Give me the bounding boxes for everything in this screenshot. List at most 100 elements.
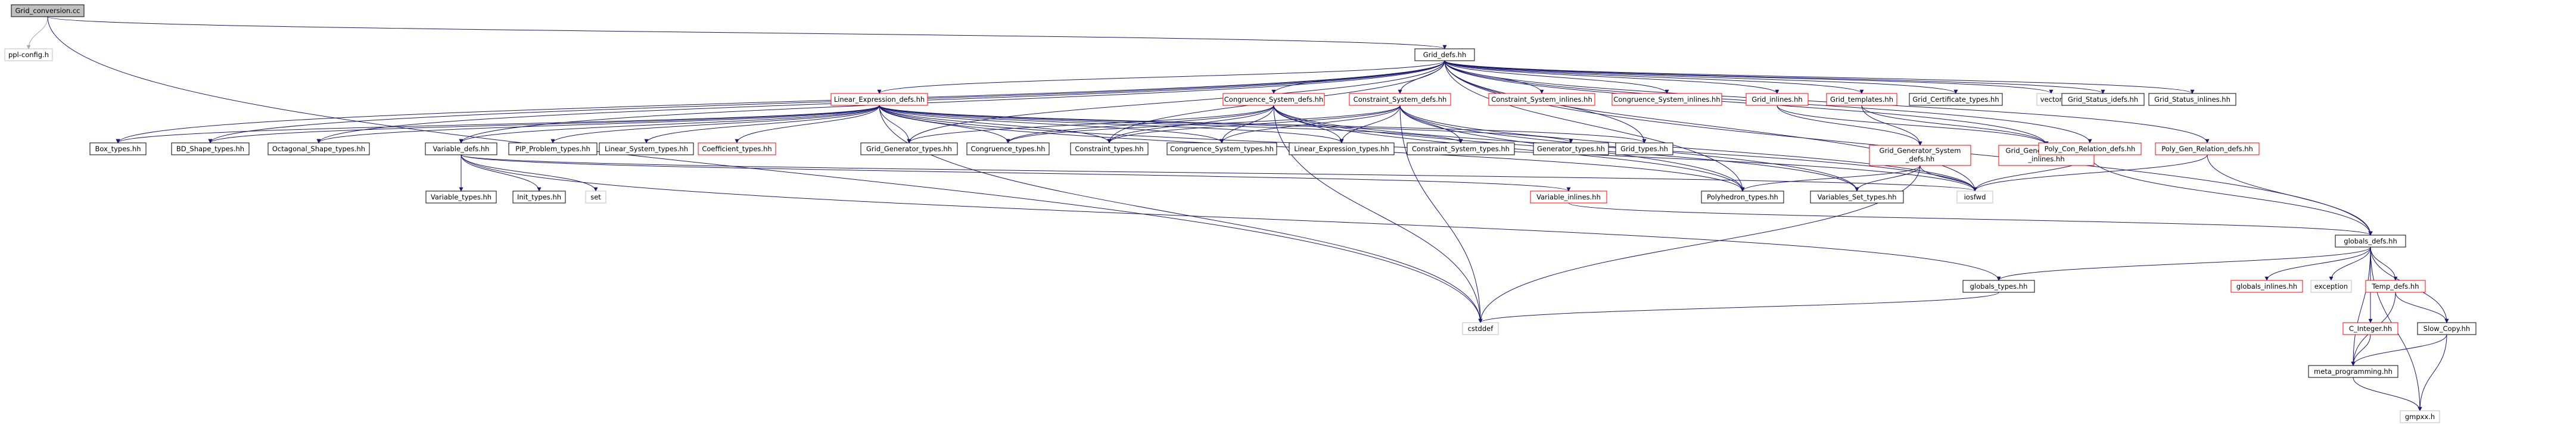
edge-congruence_system_defs-to-linear_expression_types xyxy=(1273,105,1344,143)
node-meta-programming[interactable]: meta_programming.hh xyxy=(2308,365,2398,378)
node-label: Constraint_types.hh xyxy=(1075,145,1143,153)
node-label: Linear_Expression_defs.hh xyxy=(834,95,925,104)
edge-linear_expression_defs-to-grid_types xyxy=(879,105,1647,143)
node-congruence-types[interactable]: Congruence_types.hh xyxy=(966,142,1050,155)
node-variable-types[interactable]: Variable_types.hh xyxy=(425,190,497,204)
node-congruence-system-types[interactable]: Congruence_System_types.hh xyxy=(1166,142,1277,155)
node-label: Grid_Status_idefs.hh xyxy=(2068,95,2138,104)
node-box xyxy=(2155,142,2260,155)
edge-congruence_system_defs-to-constraint_types xyxy=(1107,105,1274,143)
node-label: Linear_System_types.hh xyxy=(605,145,688,153)
node-c-integer[interactable]: C_Integer.hh xyxy=(2342,322,2398,335)
node-variable-inlines[interactable]: Variable_inlines.hh xyxy=(1530,190,1607,204)
edge-variable_defs-to-variable_inlines xyxy=(461,154,1571,192)
node-label: Congruence_System_inlines.hh xyxy=(1613,95,1720,104)
node-label: Constraint_System_types.hh xyxy=(1412,145,1510,153)
node-grid-inlines[interactable]: Grid_inlines.hh xyxy=(1746,93,1809,106)
node-label: BD_Shape_types.hh xyxy=(176,145,244,153)
node-box xyxy=(1611,93,1722,106)
node-grid-defs[interactable]: Grid_defs.hh xyxy=(1414,48,1475,61)
node-grid-generator-types[interactable]: Grid_Generator_types.hh xyxy=(860,142,958,155)
node-label: Grid_types.hh xyxy=(1620,145,1668,153)
node-box xyxy=(1488,93,1595,106)
edge-congruence_system_defs-to-congruence_types xyxy=(1006,105,1274,143)
node-coefficient-types[interactable]: Coefficient_types.hh xyxy=(698,142,776,155)
node-variable-defs[interactable]: Variable_defs.hh xyxy=(425,142,497,155)
node-pip-problem-types[interactable]: PIP_Problem_types.hh xyxy=(508,142,598,155)
node-linear-expression-defs[interactable]: Linear_Expression_defs.hh xyxy=(830,93,928,106)
node-box xyxy=(1349,93,1451,106)
edge-linear_expression_defs-to-linear_system_types xyxy=(644,105,880,143)
edge-variable_defs-to-set xyxy=(461,154,598,192)
node-label: globals_inlines.hh xyxy=(2236,282,2297,291)
edge-constraint_system_defs-to-constraint_types xyxy=(1107,105,1401,143)
node-linear-expression-types[interactable]: Linear_Expression_types.hh xyxy=(1289,142,1395,155)
edge-grid_defs-to-grid_status_inlines xyxy=(1444,60,2195,94)
edge-c_integer-to-meta_programming xyxy=(2351,334,2371,366)
node-grid-conversion[interactable]: Grid_conversion.cc xyxy=(11,4,85,17)
node-box xyxy=(1956,190,1993,204)
node-poly-gen-relation-defs[interactable]: Poly_Gen_Relation_defs.hh xyxy=(2155,142,2260,155)
node-label: Generator_types.hh xyxy=(1537,145,1605,153)
node-linear-system-types[interactable]: Linear_System_types.hh xyxy=(599,142,694,155)
node-label: meta_programming.hh xyxy=(2314,367,2393,376)
node-cstddef: cstddef xyxy=(1462,322,1499,335)
node-grid-status-idefs[interactable]: Grid_Status_idefs.hh xyxy=(2061,93,2145,106)
node-grid-certificate-types[interactable]: Grid_Certificate_types.hh xyxy=(1909,93,2003,106)
node-poly-con-relation-defs[interactable]: Poly_Con_Relation_defs.hh xyxy=(2038,142,2142,155)
edge-constraint_system_defs-to-congruence_types xyxy=(1006,105,1401,143)
edge-linear_expression_defs-to-pip_problem_types xyxy=(550,105,880,143)
edge-grid_inlines-to-grid_generator_system_defs xyxy=(1777,105,1922,146)
node-globals-defs[interactable]: globals_defs.hh xyxy=(2335,235,2406,248)
node-box xyxy=(2230,280,2303,293)
edge-variable_inlines-to-globals_defs xyxy=(1568,202,2373,236)
node-grid-generator-system-defs[interactable]: Grid_Generator_System_defs.hh xyxy=(1869,145,1971,166)
node-box xyxy=(1746,93,1809,106)
node-box-types[interactable]: Box_types.hh xyxy=(89,142,147,155)
node-polyhedron-types[interactable]: Polyhedron_types.hh xyxy=(1701,190,1784,204)
node-box xyxy=(1289,142,1395,155)
node-globals-inlines[interactable]: globals_inlines.hh xyxy=(2230,280,2303,293)
node-temp-defs[interactable]: Temp_defs.hh xyxy=(2365,280,2426,293)
edge-congruence_system_defs-to-grid_generator_types xyxy=(907,105,1274,143)
node-grid-status-inlines[interactable]: Grid_Status_inlines.hh xyxy=(2148,93,2236,106)
node-slow-copy[interactable]: Slow_Copy.hh xyxy=(2417,322,2477,335)
edge-linear_expression_defs-to-octagonal_shape_types xyxy=(316,105,880,143)
edge-grid_defs-to-linear_expression_defs xyxy=(877,60,1445,94)
edge-linear_expression_defs-to-coefficient_types xyxy=(735,105,880,143)
node-globals-types[interactable]: globals_types.hh xyxy=(1962,280,2035,293)
node-label: Grid_Generator_System xyxy=(1880,146,1961,155)
node-constraint-system-types[interactable]: Constraint_System_types.hh xyxy=(1407,142,1515,155)
node-box xyxy=(966,142,1050,155)
node-box xyxy=(2342,322,2398,335)
node-label: Init_types.hh xyxy=(517,193,561,201)
node-box xyxy=(267,142,370,155)
node-constraint-system-inlines[interactable]: Constraint_System_inlines.hh xyxy=(1488,93,1595,106)
node-box xyxy=(1615,142,1673,155)
edge-grid_defs-to-poly_gen_relation_defs xyxy=(1444,60,2210,143)
node-bd-shape-types[interactable]: BD_Shape_types.hh xyxy=(171,142,250,155)
node-grid-types[interactable]: Grid_types.hh xyxy=(1615,142,1673,155)
edge-grid_defs-to-grid_templates xyxy=(1444,60,1864,94)
node-generator-types[interactable]: Generator_types.hh xyxy=(1533,142,1609,155)
edge-constraint_system_defs-to-congruence_system_types xyxy=(1219,105,1401,143)
node-constraint-types[interactable]: Constraint_types.hh xyxy=(1070,142,1149,155)
node-box xyxy=(4,48,53,61)
edge-grid_defs-to-vector xyxy=(1444,60,2054,94)
node-init-types[interactable]: Init_types.hh xyxy=(512,190,566,204)
edge-grid_defs-to-grid_status_idefs xyxy=(1444,60,2105,94)
edge-grid_defs-to-grid_certificate_types xyxy=(1444,60,1958,94)
edge-poly_gen_relation_defs-to-globals_defs xyxy=(2207,154,2373,236)
node-box xyxy=(830,93,928,106)
edge-linear_expression_defs-to-variable_defs xyxy=(459,105,880,143)
edge-slow_copy-to-meta_programming xyxy=(2351,334,2447,366)
node-octagonal-shape-types[interactable]: Octagonal_Shape_types.hh xyxy=(267,142,370,155)
edge-grid_inlines-to-grid_generator_system_inlines xyxy=(1777,105,2049,146)
edge-temp_defs-to-slow_copy xyxy=(2395,292,2449,323)
node-congruence-system-inlines[interactable]: Congruence_System_inlines.hh xyxy=(1611,93,1722,106)
node-variables-set-types[interactable]: Variables_Set_types.hh xyxy=(1810,190,1904,204)
node-congruence-system-defs[interactable]: Congruence_System_defs.hh xyxy=(1222,93,1325,106)
node-constraint-system-defs[interactable]: Constraint_System_defs.hh xyxy=(1349,93,1451,106)
node-grid-templates[interactable]: Grid_templates.hh xyxy=(1826,93,1897,106)
node-box xyxy=(2310,280,2352,293)
